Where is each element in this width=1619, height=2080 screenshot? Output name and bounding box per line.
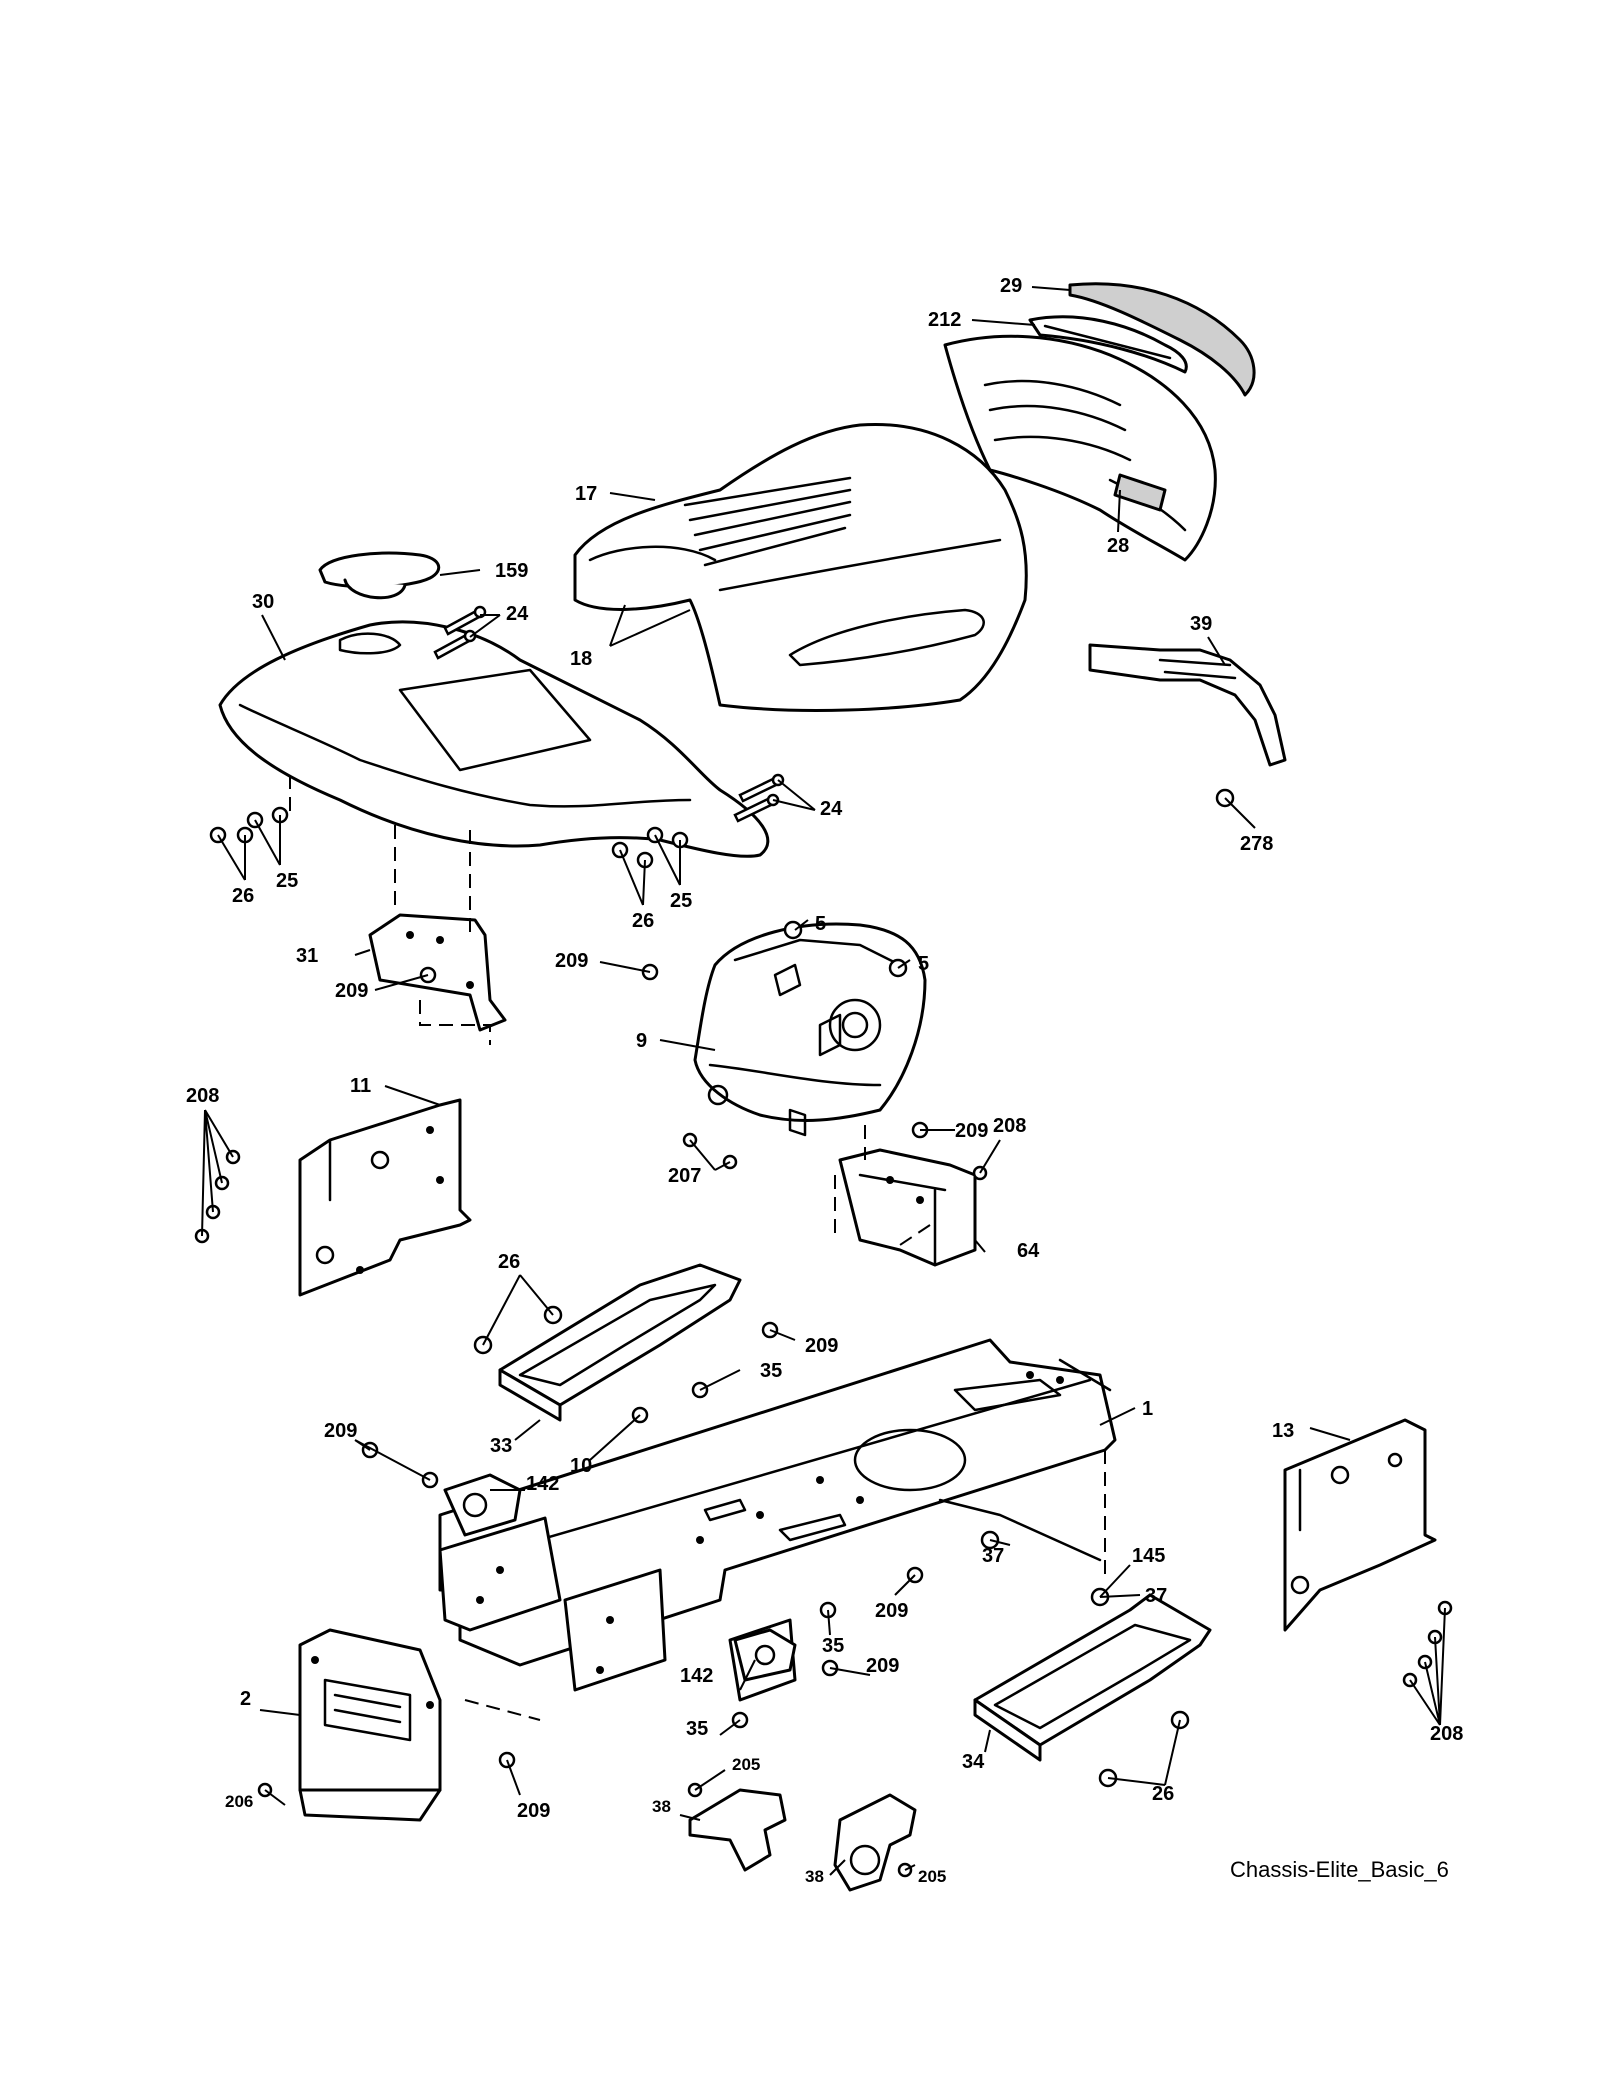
callout-209-b: 209 (555, 950, 588, 972)
callout-212: 212 (928, 309, 961, 331)
callout-209-e: 209 (324, 1420, 357, 1442)
callout-38-left: 38 (652, 1797, 671, 1816)
part-64-console (838, 1148, 977, 1267)
callout-33: 33 (490, 1435, 512, 1457)
callout-209-h: 209 (517, 1800, 550, 1822)
leader-lines (201, 286, 1446, 1876)
callout-1: 1 (1142, 1398, 1153, 1420)
callout-5-right: 5 (918, 953, 929, 975)
part-159-fuel-cap (318, 551, 441, 600)
callout-26-left: 26 (232, 885, 254, 907)
callout-38-right: 38 (805, 1867, 824, 1886)
callout-208-right: 208 (1430, 1723, 1463, 1745)
callout-205-left: 205 (732, 1755, 760, 1774)
callout-2: 2 (240, 1688, 251, 1710)
part-17-hood (573, 422, 1028, 712)
callout-64: 64 (1017, 1240, 1040, 1262)
callout-142-upper: 142 (526, 1473, 559, 1495)
callout-34: 34 (962, 1751, 985, 1773)
callout-5-left: 5 (815, 913, 826, 935)
callout-10: 10 (570, 1455, 592, 1477)
callout-209-g: 209 (866, 1655, 899, 1677)
callout-24-upper: 24 (506, 603, 529, 625)
callout-206: 206 (225, 1792, 253, 1811)
callouts: 29 212 17 28 159 30 24 18 39 24 26 25 26… (186, 275, 1463, 1886)
part-39-bracket (1088, 643, 1287, 767)
callout-145: 145 (1132, 1545, 1165, 1567)
part-142-bracket-lower (733, 1628, 797, 1682)
callout-26-footrest: 26 (498, 1251, 520, 1273)
callout-209-c: 209 (955, 1120, 988, 1142)
callout-25-left: 25 (276, 870, 298, 892)
callout-18: 18 (570, 648, 592, 670)
callout-31: 31 (296, 945, 318, 967)
callout-209-a: 209 (335, 980, 368, 1002)
part-2-rear-plate (298, 1628, 442, 1822)
part-33-footrest (498, 1263, 742, 1422)
part-38-bracket-right (833, 1793, 917, 1892)
part-30-fender (218, 620, 770, 858)
alignment-lines (289, 775, 1106, 1721)
callout-205-right: 205 (918, 1867, 946, 1886)
part-13-side-panel (1283, 1418, 1437, 1632)
callout-209-d: 209 (805, 1335, 838, 1357)
part-29-trim (1068, 282, 1256, 397)
callout-37-upper: 37 (982, 1545, 1004, 1567)
callout-29: 29 (1000, 275, 1022, 297)
callout-37-lower: 37 (1145, 1585, 1167, 1607)
callout-208-left: 208 (186, 1085, 219, 1107)
callout-25-right: 25 (670, 890, 692, 912)
callout-30: 30 (252, 591, 274, 613)
part-34-footrest (973, 1593, 1212, 1762)
part-38-bracket-left (688, 1788, 787, 1872)
callout-207: 207 (668, 1165, 701, 1187)
part-31-bracket (368, 913, 507, 1032)
callout-209-f: 209 (875, 1600, 908, 1622)
part-11-side-panel (298, 1098, 472, 1297)
callout-35-a: 35 (760, 1360, 782, 1382)
callout-26-lower: 26 (1152, 1783, 1174, 1805)
callout-11: 11 (350, 1075, 371, 1097)
callout-9: 9 (636, 1030, 647, 1052)
callout-159: 159 (495, 560, 528, 582)
part-212-lens (1028, 315, 1188, 374)
callout-17: 17 (575, 483, 597, 505)
callout-35-c: 35 (686, 1718, 708, 1740)
callout-142-lower: 142 (680, 1665, 713, 1687)
callout-208-console: 208 (993, 1115, 1026, 1137)
callout-24-right: 24 (820, 798, 843, 820)
callout-28: 28 (1107, 535, 1129, 557)
callout-26-right: 26 (632, 910, 654, 932)
part-28-grille (943, 334, 1217, 562)
callout-278: 278 (1240, 833, 1273, 855)
part-145-rod (938, 1498, 1102, 1562)
callout-39: 39 (1190, 613, 1212, 635)
callout-35-b: 35 (822, 1635, 844, 1657)
diagram-caption: Chassis-Elite_Basic_6 (1230, 1857, 1449, 1882)
callout-13: 13 (1272, 1420, 1294, 1442)
part-9-dash-panel (693, 922, 927, 1137)
